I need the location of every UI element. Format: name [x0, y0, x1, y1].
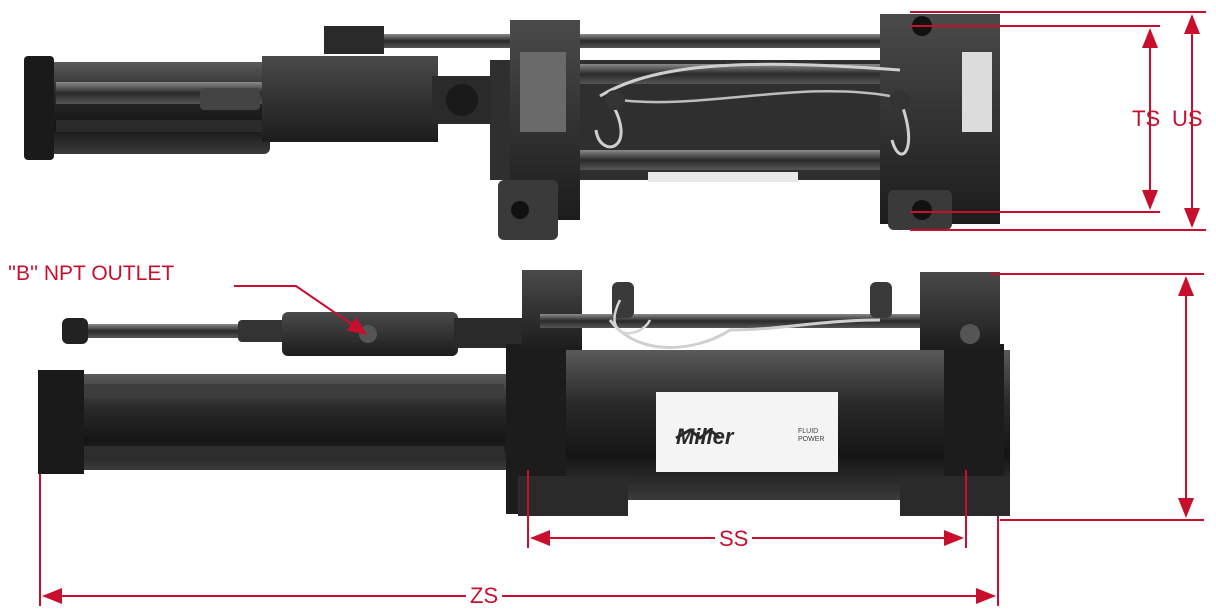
miller-logo-icon: [675, 428, 721, 440]
brand-subtitle: FLUID POWER: [798, 428, 825, 443]
ss-dimension-label: SS: [715, 527, 753, 551]
npt-outlet-label: ''B'' NPT OUTLET: [8, 262, 175, 285]
brand-name: Miller: [676, 424, 734, 449]
ts-dimension-label: TS: [1132, 106, 1161, 131]
zs-dimension-label: ZS: [466, 584, 503, 608]
side-view-cylinder: [38, 270, 1010, 516]
top-view-cylinder: [24, 14, 1000, 240]
us-dimension-label: US: [1172, 106, 1203, 131]
